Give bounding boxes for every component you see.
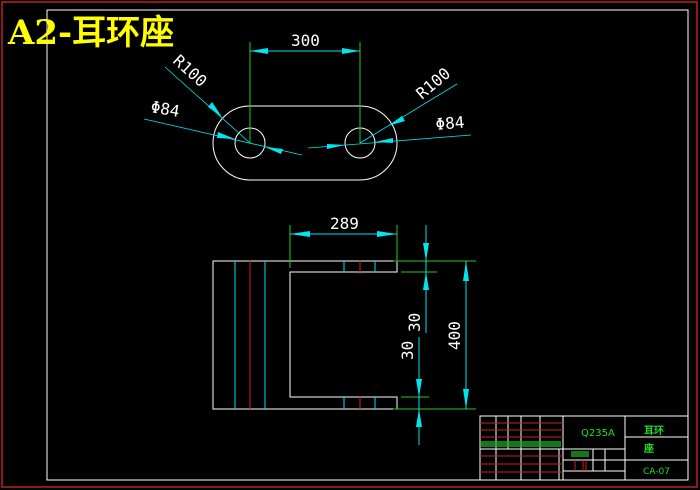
title-block: Q235A 耳环 座 CA-07 — [479, 415, 689, 481]
arrow-head — [265, 147, 283, 154]
arrow-head — [463, 389, 469, 409]
dim-text-r100-left: R100 — [169, 51, 210, 91]
arrow-head — [377, 231, 397, 237]
front-view: 289 400 30 30 — [212, 214, 476, 445]
arrow-head — [208, 102, 222, 117]
arrow-head — [375, 138, 393, 143]
arrow-head — [342, 48, 360, 54]
dim-text-phi84-left: Φ84 — [149, 97, 181, 121]
arrow-head — [423, 243, 429, 261]
leader-r100-left — [164, 66, 251, 144]
dim-text-30-bottom: 30 — [398, 341, 417, 360]
arrow-head — [416, 409, 422, 427]
arrow-head — [217, 132, 235, 139]
part-name-line1: 耳环 — [644, 425, 664, 437]
material-text: Q235A — [581, 428, 615, 439]
leader-r100-right — [359, 83, 458, 144]
drawing-title: A2-耳环座 — [7, 13, 174, 53]
inner-frame — [46, 9, 689, 481]
dim-text-300: 300 — [291, 31, 320, 50]
slot-outline — [212, 105, 398, 181]
top-view: 300 R100 Φ84 R100 Φ84 — [143, 31, 472, 181]
arrow-head — [327, 144, 345, 149]
drawing-number: CA-07 — [643, 467, 670, 477]
arrow-head — [463, 261, 469, 281]
dim-text-30-top: 30 — [405, 313, 424, 332]
dim-text-400: 400 — [445, 321, 464, 350]
arrow-head — [388, 116, 405, 126]
part-name-line2: 座 — [643, 442, 654, 455]
dim-text-phi84-right: Φ84 — [435, 113, 465, 134]
dim-text-289: 289 — [330, 214, 359, 233]
arrow-head — [250, 48, 268, 54]
arrow-head — [290, 231, 310, 237]
arrow-head — [423, 272, 429, 290]
arrow-head — [416, 379, 422, 397]
dim-text-r100-right: R100 — [412, 64, 454, 103]
part-outline — [212, 260, 398, 410]
